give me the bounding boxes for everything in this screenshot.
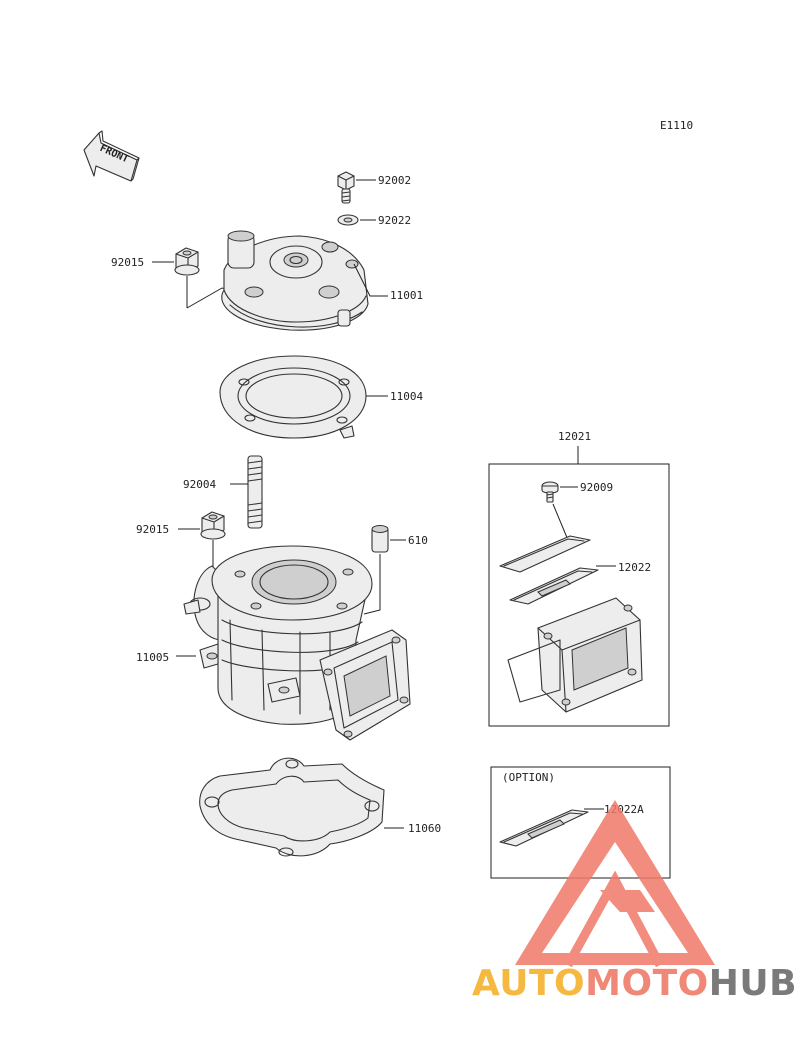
part-label: 92002 <box>378 174 411 187</box>
head-bolt <box>337 171 355 204</box>
brand-part-hub: HUB <box>709 963 797 1004</box>
front-arrow-icon: FRONT <box>83 130 140 182</box>
brand-part-moto: MOTO <box>585 963 709 1004</box>
part-label: 92022 <box>378 214 411 227</box>
part-label: 92015 <box>136 523 169 536</box>
dowel-pin <box>371 525 389 553</box>
automotohub-logo <box>515 800 715 968</box>
part-label: 12022 <box>618 561 651 574</box>
part-label: 12021 <box>558 430 591 443</box>
option-reed-valve <box>499 809 589 847</box>
cylinder-head <box>221 230 369 331</box>
reed-stopper <box>499 535 591 573</box>
reed-screw <box>541 481 559 503</box>
head-washer <box>337 214 359 226</box>
option-label: (OPTION) <box>502 771 555 784</box>
stud <box>247 455 263 529</box>
watermark-brand: AUTOMOTOHUB <box>472 963 797 1004</box>
head-nut <box>174 247 200 276</box>
part-label: 11060 <box>408 822 441 835</box>
part-label: 11005 <box>136 651 169 664</box>
reed-block <box>507 597 643 713</box>
part-label: 92004 <box>183 478 216 491</box>
cylinder-nut <box>200 511 226 540</box>
base-gasket <box>199 757 385 857</box>
logo-triangle-icon <box>515 800 715 965</box>
part-label: 610 <box>408 534 428 547</box>
head-gasket <box>219 355 367 439</box>
cylinder <box>183 545 411 741</box>
reed-assembly-box <box>488 463 670 727</box>
reed-valve <box>509 567 599 605</box>
part-label: 11004 <box>390 390 423 403</box>
brand-part-auto: AUTO <box>472 963 585 1004</box>
part-label: 11001 <box>390 289 423 302</box>
diagram-code: E1110 <box>660 119 693 132</box>
part-label: 92009 <box>580 481 613 494</box>
part-label: 92015 <box>111 256 144 269</box>
